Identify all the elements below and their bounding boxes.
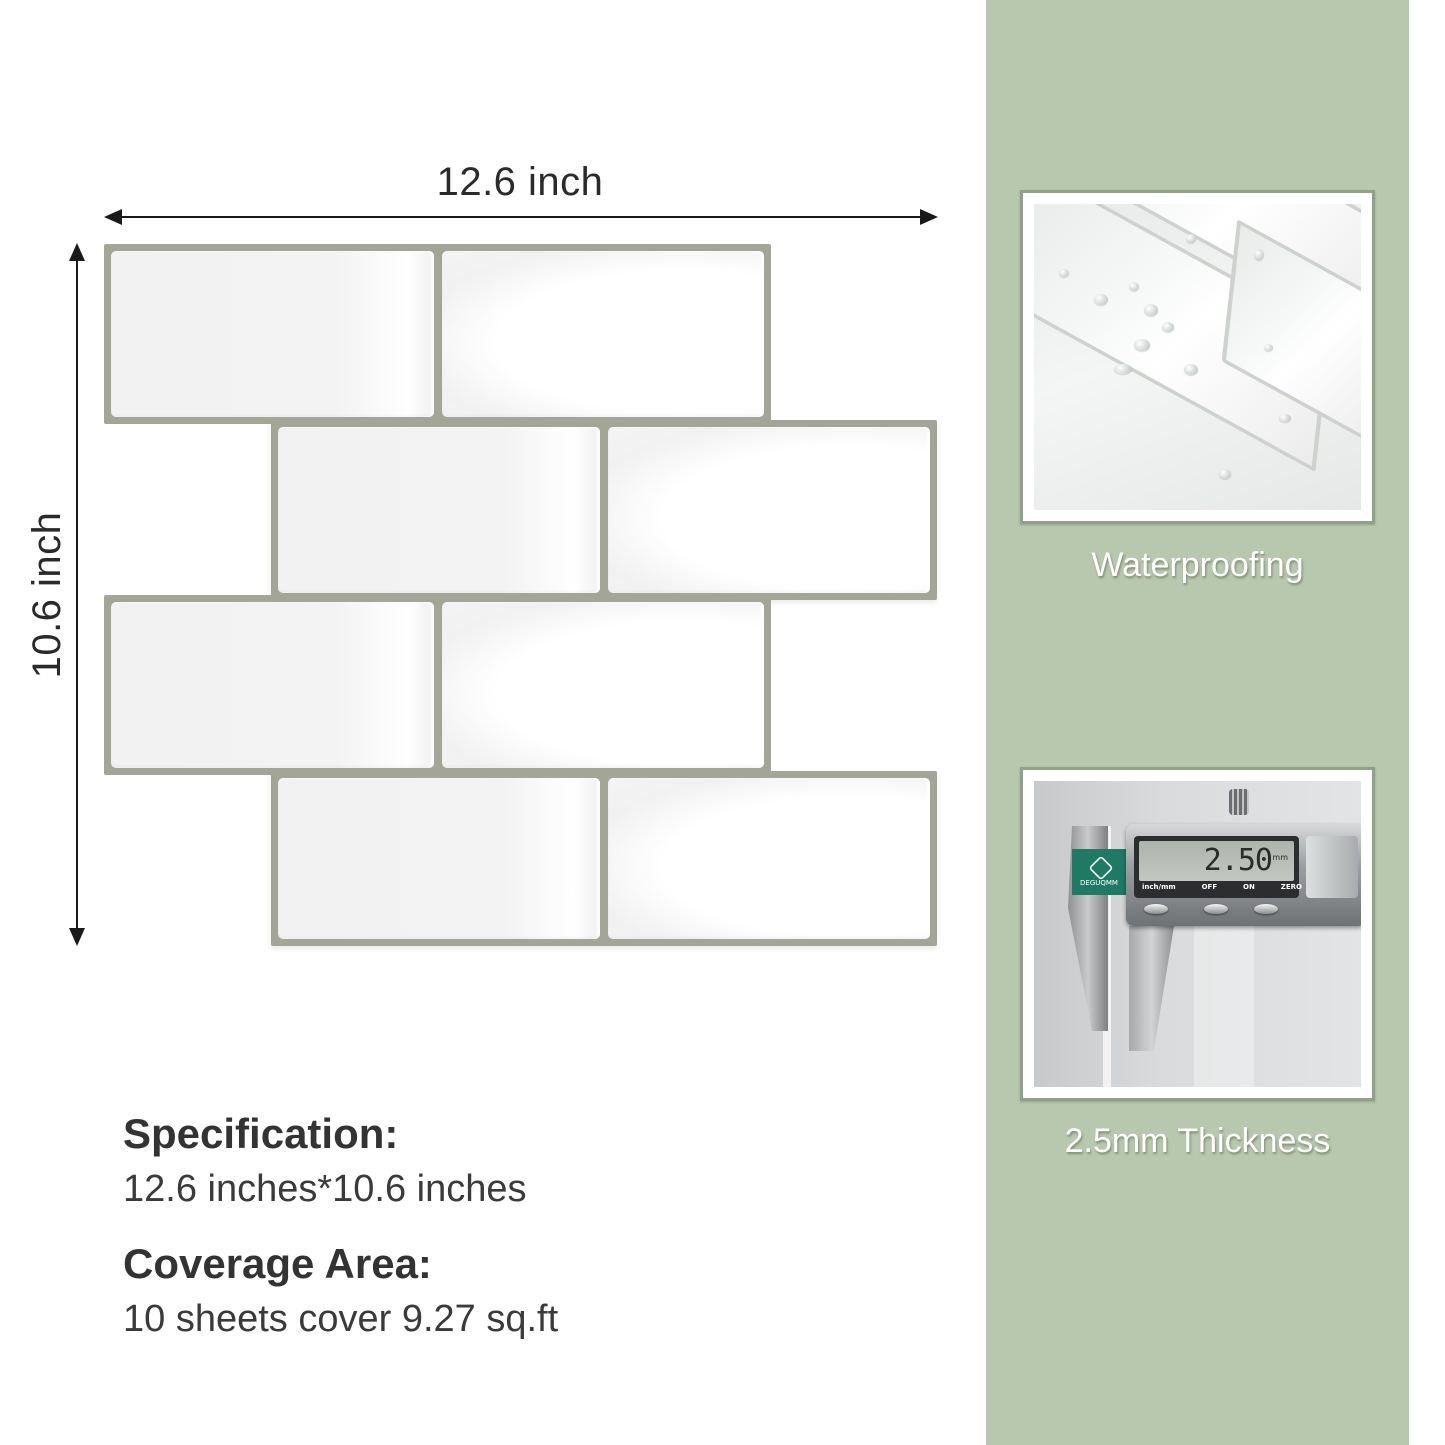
- caliper-unit: mm: [1272, 853, 1288, 862]
- water-droplet-icon: [1162, 322, 1174, 332]
- water-droplet-icon: [1144, 304, 1158, 316]
- shadow: [1194, 926, 1254, 1087]
- caliper-body: 2.50 mm inch/mm OFF ON ZERO: [1126, 824, 1361, 926]
- width-double-arrow-icon: [104, 209, 938, 225]
- water-droplet-icon: [1114, 364, 1132, 374]
- water-droplet-icon: [1134, 339, 1150, 351]
- subway-tile: [278, 427, 600, 593]
- water-droplet-icon: [1129, 282, 1139, 291]
- caliper-button: [1254, 904, 1278, 914]
- subway-tile: [111, 251, 434, 417]
- width-dimension-label: 12.6 inch: [436, 160, 604, 204]
- tile-row-1: [104, 244, 771, 424]
- caliper-side-plate: [1306, 836, 1358, 898]
- caliper-label-zero: ZERO: [1280, 883, 1302, 891]
- caliper-display: 2.50 mm inch/mm OFF ON ZERO: [1134, 836, 1302, 898]
- water-droplet-icon: [1279, 414, 1291, 422]
- water-droplet-icon: [1059, 269, 1069, 277]
- water-droplet-icon: [1264, 344, 1273, 351]
- caliper-button: [1204, 904, 1228, 914]
- caliper-button: [1144, 904, 1168, 914]
- height-dimension-label: 10.6 inch: [25, 511, 69, 679]
- coverage-value: 10 sheets cover 9.27 sq.ft: [123, 1298, 559, 1340]
- tile-row-3: [104, 595, 771, 775]
- waterproofing-photo: [1034, 204, 1361, 510]
- specification-value: 12.6 inches*10.6 inches: [123, 1168, 527, 1210]
- water-droplet-icon: [1219, 469, 1231, 479]
- specification-heading: Specification:: [123, 1110, 399, 1157]
- tile-row-4: [271, 771, 937, 946]
- water-droplet-icon: [1186, 234, 1196, 243]
- water-droplet-icon: [1094, 294, 1108, 305]
- subway-tile: [608, 427, 930, 593]
- subway-tile: [441, 251, 764, 417]
- water-droplet-icon: [1254, 249, 1264, 260]
- subway-tile: [441, 602, 764, 768]
- feature-panel: Waterproofing DEGUQMM 2.50 mm inch/mm OF…: [986, 0, 1409, 1445]
- height-double-arrow-icon: [69, 243, 85, 946]
- caliper-reading: 2.50: [1203, 843, 1273, 878]
- thickness-photo-card: DEGUQMM 2.50 mm inch/mm OFF ON ZERO: [1020, 767, 1375, 1101]
- thickness-caption: 2.5mm Thickness: [1064, 1122, 1331, 1160]
- caliper-label-on: ON: [1243, 883, 1255, 891]
- caliper-photo: DEGUQMM 2.50 mm inch/mm OFF ON ZERO: [1034, 781, 1361, 1087]
- coverage-heading: Coverage Area:: [123, 1240, 432, 1287]
- waterproofing-photo-card: [1020, 190, 1375, 524]
- caliper-sliding-jaw: [1129, 926, 1174, 1051]
- subway-tile: [278, 778, 600, 939]
- caliper-thumb-knob: [1229, 789, 1249, 815]
- water-droplet-icon: [1184, 364, 1198, 375]
- subway-tile: [608, 778, 930, 939]
- subway-tile: [111, 602, 434, 768]
- caliper-label-units: inch/mm: [1142, 883, 1176, 891]
- caliper-lcd: 2.50 mm: [1139, 841, 1294, 881]
- tile-row-2: [271, 420, 937, 600]
- caliper-label-off: OFF: [1201, 883, 1218, 891]
- caliper-button-labels: inch/mm OFF ON ZERO: [1142, 883, 1302, 891]
- caliper-brand-logo: DEGUQMM: [1072, 849, 1126, 895]
- waterproofing-caption: Waterproofing: [1091, 546, 1304, 584]
